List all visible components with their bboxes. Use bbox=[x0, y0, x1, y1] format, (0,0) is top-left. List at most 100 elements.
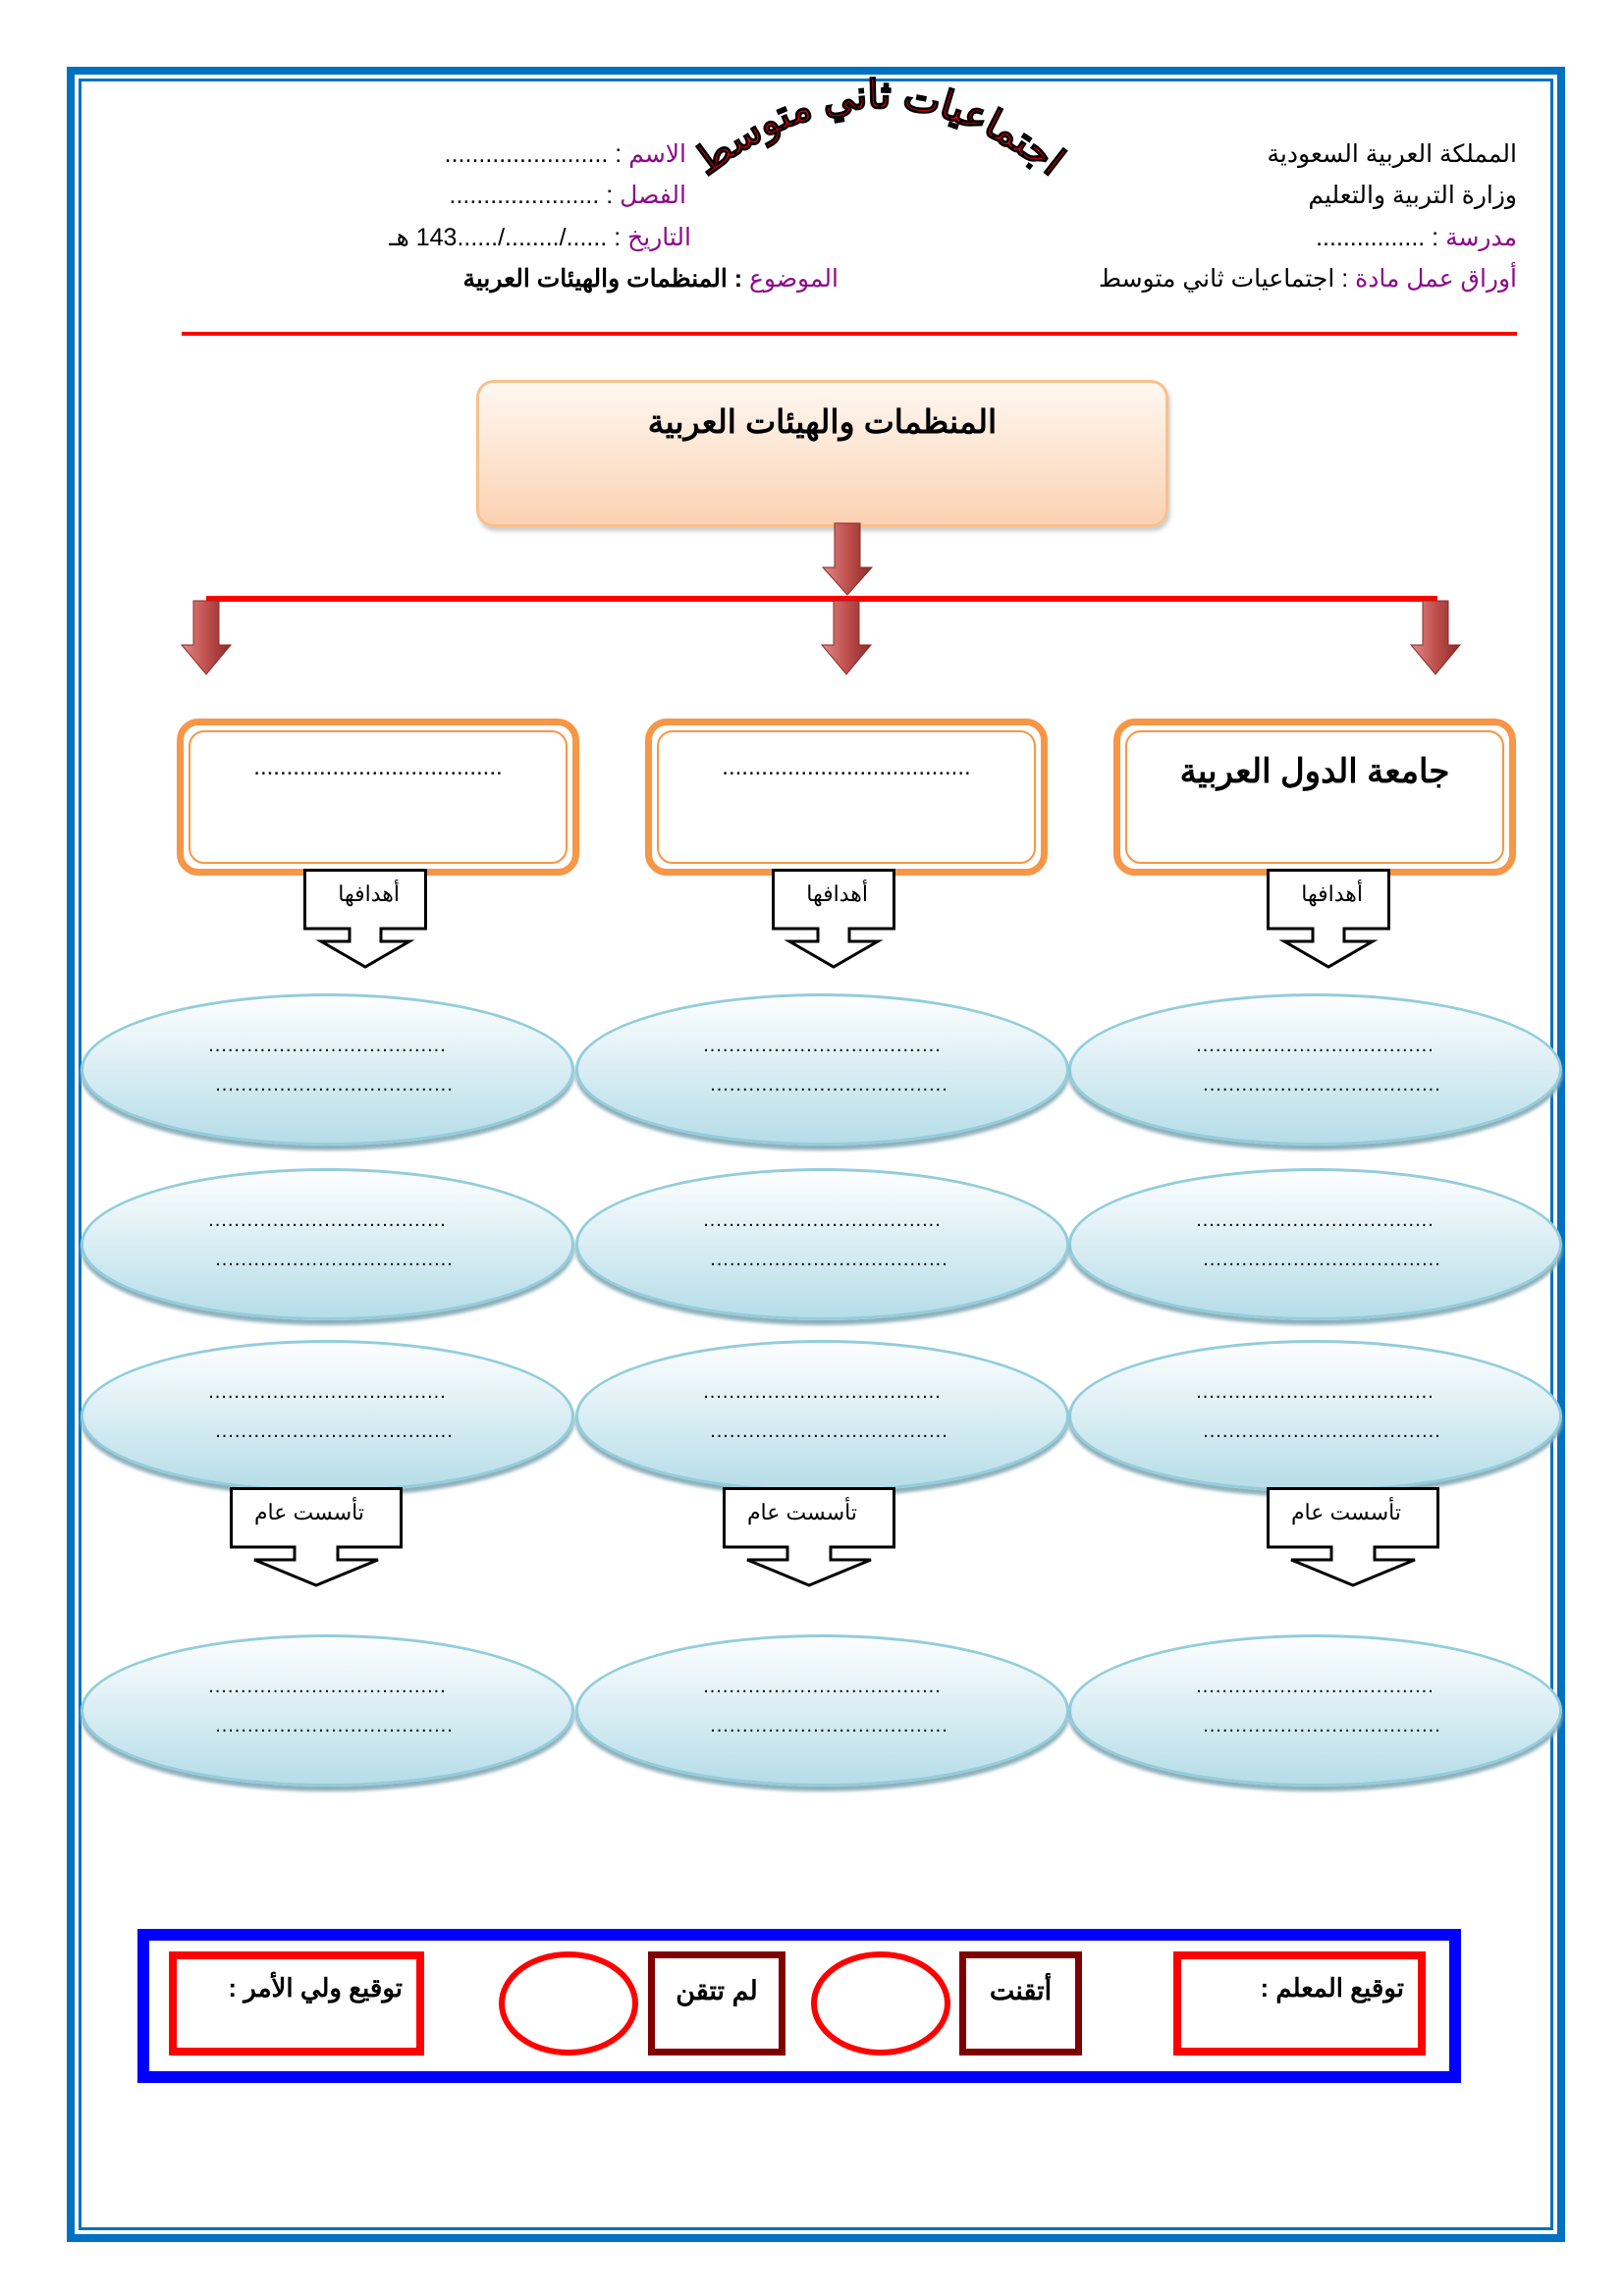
blank-line[interactable]: ..................................... bbox=[208, 1035, 447, 1056]
topic-label: الموضوع bbox=[749, 265, 839, 293]
blank-line[interactable]: ..................................... bbox=[1203, 1715, 1441, 1736]
down-arrow-icon bbox=[1409, 600, 1462, 675]
blank-line[interactable]: ..................................... bbox=[710, 1249, 948, 1270]
page-border-inner bbox=[79, 79, 1553, 2230]
blank-line[interactable]: ..................................... bbox=[1196, 1035, 1435, 1056]
school-label: مدرسة bbox=[1445, 224, 1517, 251]
organization-name[interactable]: ...................................... bbox=[189, 730, 568, 864]
founded-callout: تأسست عام bbox=[230, 1487, 403, 1587]
blank-line[interactable]: ..................................... bbox=[703, 1381, 942, 1403]
blank-line[interactable]: ..................................... bbox=[703, 1209, 942, 1231]
blank-line[interactable]: ..................................... bbox=[1196, 1676, 1435, 1697]
date-field: التاريخ : ....../......../......143 هـ bbox=[389, 223, 691, 252]
topic-field: الموضوع : المنظمات والهيئات العربية bbox=[462, 264, 839, 294]
goal-ellipse[interactable]: ........................................… bbox=[81, 1168, 574, 1320]
blank-line[interactable]: ..................................... bbox=[1196, 1209, 1435, 1231]
topic-value: : المنظمات والهيئات العربية bbox=[462, 265, 749, 293]
founded-callout-label: تأسست عام bbox=[253, 1500, 364, 1524]
goals-callout: أهدافها bbox=[303, 869, 427, 969]
blank-line[interactable]: ..................................... bbox=[1196, 1381, 1435, 1403]
blank-line[interactable]: ..................................... bbox=[710, 1715, 948, 1736]
class-label: الفصل bbox=[620, 182, 686, 209]
evaluation-panel bbox=[137, 1929, 1461, 2083]
blank-line[interactable]: ..................................... bbox=[215, 1420, 454, 1442]
organization-box: جامعة الدول العربية bbox=[1113, 719, 1516, 876]
founded-year-ellipse[interactable]: ........................................… bbox=[81, 1634, 574, 1787]
callout-arrow-icon bbox=[1267, 1487, 1439, 1587]
name-field: الاسم : ........................ bbox=[445, 139, 686, 169]
page-border bbox=[67, 67, 1565, 2242]
goal-ellipse[interactable]: ........................................… bbox=[575, 1340, 1069, 1492]
date-label: التاريخ bbox=[627, 224, 691, 251]
blank-line[interactable]: ..................................... bbox=[710, 1420, 948, 1442]
down-arrow-icon bbox=[820, 600, 873, 675]
not-mastered-box: لم تتقن bbox=[648, 1951, 785, 2056]
down-arrow-icon bbox=[180, 600, 233, 675]
callout-arrow-icon bbox=[230, 1487, 403, 1587]
class-field: الفصل : ...................... bbox=[450, 181, 686, 210]
subject-value: : اجتماعيات ثاني متوسط bbox=[1098, 265, 1356, 293]
blank-line[interactable]: ..................................... bbox=[208, 1676, 447, 1697]
subject-label: أوراق عمل مادة bbox=[1355, 265, 1517, 293]
kingdom-label: المملكة العربية السعودية bbox=[1267, 140, 1517, 168]
teacher-signature-label: توقيع المعلم : bbox=[1260, 1973, 1404, 2002]
callout-arrow-icon bbox=[1267, 869, 1390, 969]
branch-arrows bbox=[180, 600, 1462, 675]
goal-ellipse[interactable]: ........................................… bbox=[1068, 1340, 1562, 1492]
school-value[interactable]: : ................ bbox=[1316, 224, 1446, 251]
goals-callout-label: أهدافها bbox=[338, 881, 400, 906]
mastered-box: أتقنت bbox=[959, 1951, 1082, 2056]
organization-name: جامعة الدول العربية bbox=[1125, 730, 1504, 864]
name-label: الاسم bbox=[628, 140, 686, 168]
title-box: المنظمات والهيئات العربية bbox=[476, 380, 1168, 527]
callout-arrow-icon bbox=[303, 869, 427, 969]
blank-line[interactable]: ..................................... bbox=[208, 1209, 447, 1231]
school-field: مدرسة : ................ bbox=[1316, 223, 1517, 252]
goal-ellipse[interactable]: ........................................… bbox=[1068, 1168, 1562, 1320]
branch-line bbox=[206, 596, 1437, 602]
goal-ellipse[interactable]: ........................................… bbox=[81, 1340, 574, 1492]
blank-line[interactable]: ..................................... bbox=[1203, 1249, 1441, 1270]
goals-callout-label: أهدافها bbox=[1301, 881, 1363, 906]
class-value[interactable]: : ...................... bbox=[449, 182, 621, 209]
founded-year-ellipse[interactable]: ........................................… bbox=[575, 1634, 1069, 1787]
blank-line[interactable]: ..................................... bbox=[1203, 1074, 1441, 1095]
organization-name[interactable]: ...................................... bbox=[657, 730, 1036, 864]
callout-arrow-icon bbox=[723, 1487, 895, 1587]
goal-ellipse[interactable]: ........................................… bbox=[575, 1168, 1069, 1320]
blank-line[interactable]: ..................................... bbox=[208, 1381, 447, 1403]
blank-line[interactable]: ..................................... bbox=[703, 1035, 942, 1056]
goals-callout-label: أهدافها bbox=[806, 881, 868, 906]
founded-year-ellipse[interactable]: ........................................… bbox=[1068, 1634, 1562, 1787]
ministry-label: وزارة التربية والتعليم bbox=[1308, 182, 1517, 209]
date-value[interactable]: : ....../......../......143 هـ bbox=[389, 224, 628, 251]
founded-callout-label: تأسست عام bbox=[1290, 1500, 1401, 1524]
founded-callout: تأسست عام bbox=[723, 1487, 895, 1587]
blank-line[interactable]: ..................................... bbox=[1203, 1420, 1441, 1442]
organization-box[interactable]: ...................................... bbox=[645, 719, 1048, 876]
goals-callout: أهدافها bbox=[772, 869, 895, 969]
svg-text:اجتماعيات ثاني متوسط: اجتماعيات ثاني متوسط bbox=[687, 74, 1070, 184]
callout-arrow-icon bbox=[772, 869, 895, 969]
mastered-label: أتقنت bbox=[989, 1976, 1053, 2005]
goals-callout: أهدافها bbox=[1267, 869, 1390, 969]
name-value[interactable]: : ........................ bbox=[444, 140, 629, 168]
goal-ellipse[interactable]: ........................................… bbox=[81, 993, 574, 1146]
founded-callout: تأسست عام bbox=[1267, 1487, 1439, 1587]
header-divider bbox=[182, 332, 1517, 336]
teacher-signature-box[interactable]: توقيع المعلم : bbox=[1173, 1951, 1426, 2056]
blank-line[interactable]: ..................................... bbox=[703, 1676, 942, 1697]
founded-callout-label: تأسست عام bbox=[746, 1500, 857, 1524]
goal-ellipse[interactable]: ........................................… bbox=[575, 993, 1069, 1146]
parent-signature-box[interactable]: توقيع ولي الأمر : bbox=[169, 1951, 424, 2056]
subject-field: أوراق عمل مادة : اجتماعيات ثاني متوسط bbox=[1099, 264, 1517, 294]
parent-signature-label: توقيع ولي الأمر : bbox=[228, 1973, 403, 2002]
blank-line[interactable]: ..................................... bbox=[215, 1074, 454, 1095]
blank-line[interactable]: ..................................... bbox=[710, 1074, 948, 1095]
not-mastered-circle[interactable] bbox=[499, 1951, 638, 2056]
blank-line[interactable]: ..................................... bbox=[215, 1249, 454, 1270]
blank-line[interactable]: ..................................... bbox=[215, 1715, 454, 1736]
goal-ellipse[interactable]: ........................................… bbox=[1068, 993, 1562, 1146]
organization-box[interactable]: ...................................... bbox=[177, 719, 579, 876]
mastered-circle[interactable] bbox=[811, 1951, 950, 2056]
